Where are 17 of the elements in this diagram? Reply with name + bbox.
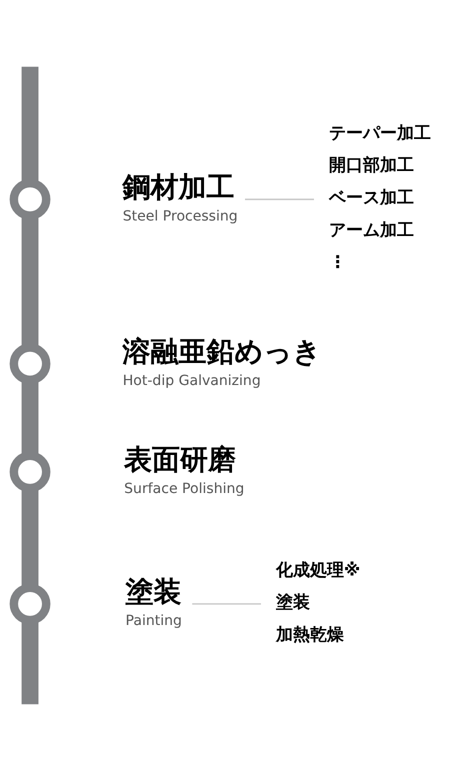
connector — [22, 488, 38, 588]
node-text: 表面研磨 Surface Polishing — [124, 443, 244, 497]
node-circle — [10, 343, 50, 384]
node-text: 溶融亜鉛めっき Hot-dip Galvanizing — [122, 334, 322, 389]
connector — [22, 216, 38, 348]
connector — [22, 620, 38, 704]
connector — [22, 380, 38, 456]
connector — [245, 198, 314, 200]
connector — [22, 66, 38, 183]
node-text: 鋼材加工 Steel Processing — [122, 170, 238, 224]
node-circle — [10, 584, 50, 624]
node-circle — [10, 179, 50, 220]
node-text: 化成処理※ 塗装 加熱乾燥 — [276, 559, 360, 644]
node-text: 塗装 Painting — [126, 575, 182, 630]
node-circle — [10, 452, 50, 492]
connector — [192, 603, 261, 605]
node-text: テーパー加工 開口部加工 ベース加工 アーム加工 ⋮ — [329, 122, 432, 272]
